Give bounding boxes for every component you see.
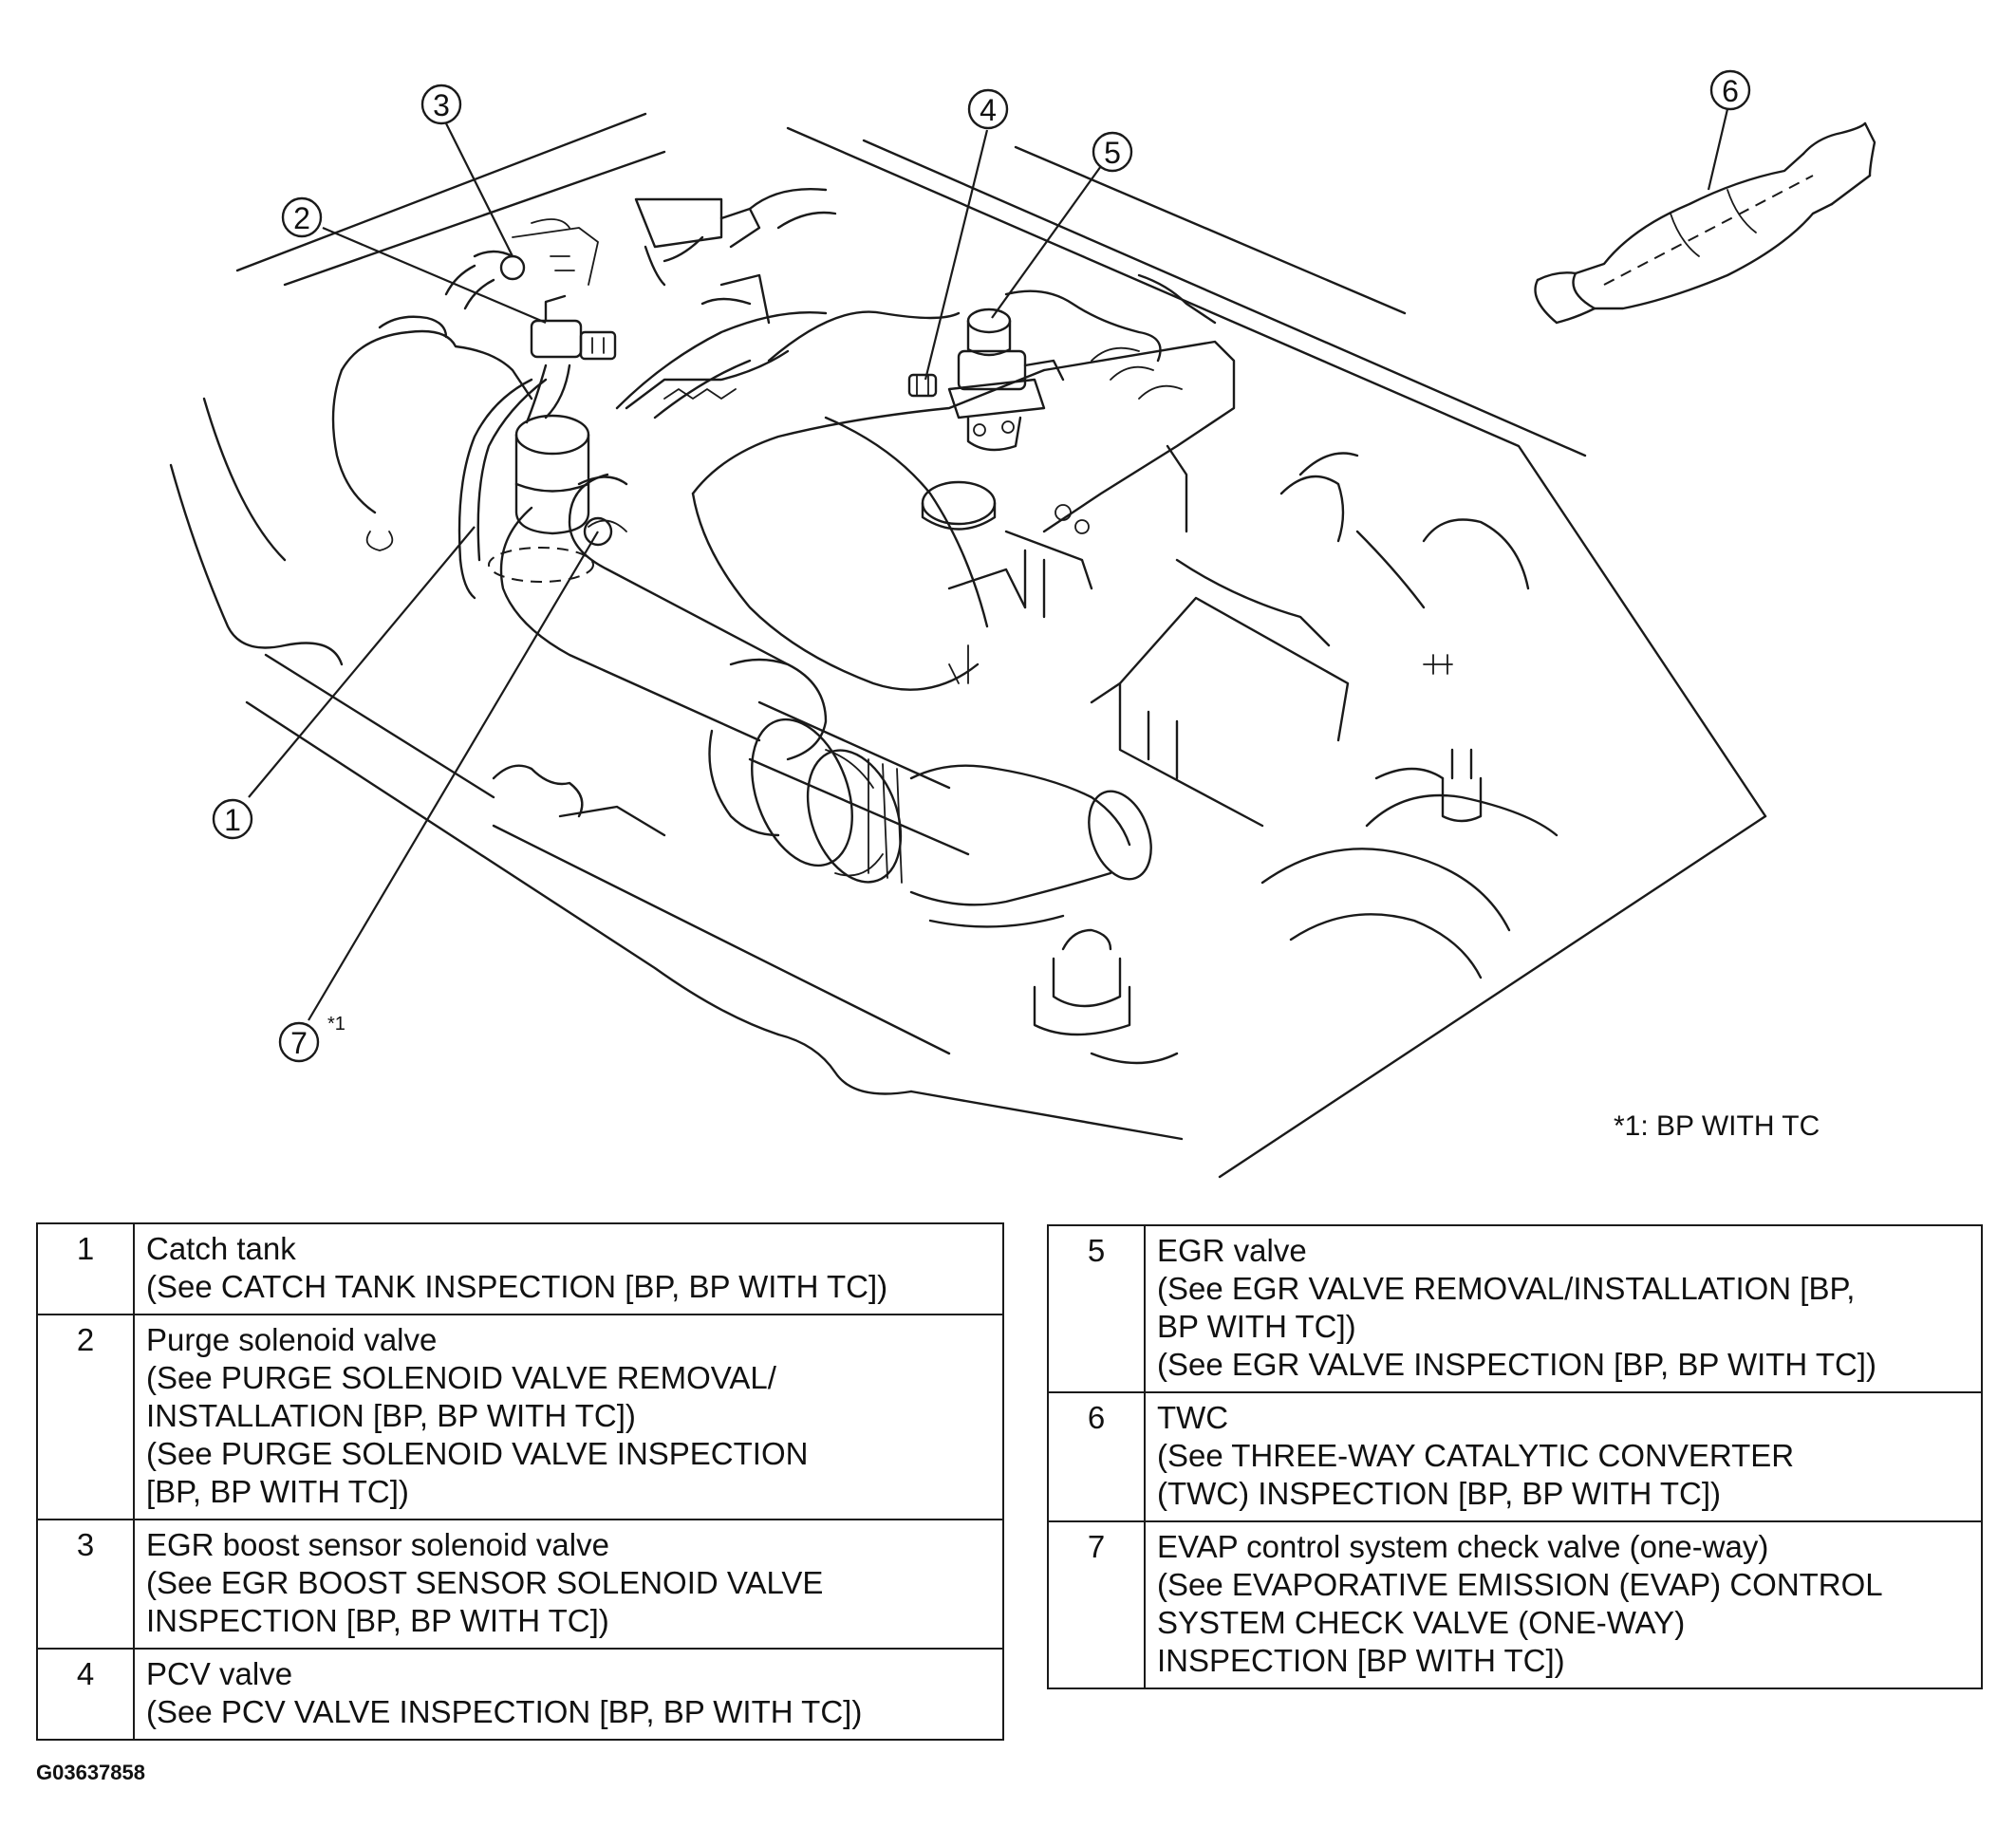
catalytic-converter-drawing (1534, 121, 1876, 325)
callout-6: 6 (1709, 69, 1751, 111)
legend-item-description: EVAP control system check valve (one-way… (1144, 1520, 1983, 1689)
callout-6-number: 6 (1722, 74, 1739, 108)
callout-2: 2 (281, 196, 323, 238)
legend-description-line: (See PURGE SOLENOID VALVE REMOVAL/ (146, 1360, 776, 1395)
callout-4: 4 (967, 88, 1009, 130)
legend-row-7: 7 EVAP control system check valve (one-wa… (1047, 1520, 1983, 1689)
upper-hoses-drawing (615, 188, 837, 420)
legend-description-line: BP WITH TC]) (1157, 1309, 1356, 1344)
legend-item-description: PCV valve(See PCV VALVE INSPECTION [BP, … (133, 1648, 1004, 1741)
legend-description-line: TWC (1157, 1400, 1229, 1435)
legend-description-line: [BP, BP WITH TC]) (146, 1474, 409, 1509)
legend-description-line: INSPECTION [BP, BP WITH TC]) (146, 1603, 609, 1638)
legend-description-line: INSPECTION [BP WITH TC]) (1157, 1643, 1565, 1678)
legend-item-number: 5 (1047, 1224, 1146, 1393)
legend-item-number: 2 (36, 1314, 135, 1520)
engine-head-drawing (625, 273, 1236, 691)
callout-3: 3 (420, 84, 462, 125)
callout-1: 1 (212, 798, 253, 840)
callout-1-number: 1 (224, 803, 241, 837)
legend-description-line: (See EGR BOOST SENSOR SOLENOID VALVE (146, 1565, 824, 1600)
legend-description-line: INSTALLATION [BP, BP WITH TC]) (146, 1398, 636, 1433)
legend-description-line: (See PURGE SOLENOID VALVE INSPECTION (146, 1436, 809, 1471)
legend-item-number: 4 (36, 1648, 135, 1741)
pcv-egr-valve-drawing (907, 308, 1065, 452)
legend-description-line: EGR valve (1157, 1233, 1307, 1268)
legend-item-description: EGR boost sensor solenoid valve(See EGR … (133, 1519, 1004, 1650)
footnote: *1: BP WITH TC (1614, 1110, 1820, 1142)
right-side-components-drawing (492, 452, 1559, 1065)
legend-item-number: 7 (1047, 1520, 1146, 1689)
legend-description-line: (See PCV VALVE INSPECTION [BP, BP WITH T… (146, 1694, 863, 1729)
legend-description-line: Purge solenoid valve (146, 1322, 438, 1357)
leader-lines (248, 108, 1729, 1021)
callout-4-number: 4 (980, 93, 997, 127)
legend-description-line: (See EGR VALVE INSPECTION [BP, BP WITH T… (1157, 1347, 1876, 1382)
legend-description-line: (See EVAPORATIVE EMISSION (EVAP) CONTROL (1157, 1567, 1883, 1602)
callout-3-number: 3 (433, 88, 450, 122)
legend-item-description: Catch tank(See CATCH TANK INSPECTION [BP… (133, 1222, 1004, 1315)
callout-2-number: 2 (293, 201, 310, 235)
callout-5: 5 (1092, 131, 1133, 173)
legend-item-description: EGR valve(See EGR VALVE REMOVAL/INSTALLA… (1144, 1224, 1983, 1393)
callout-7: 7 *1 (278, 1014, 345, 1063)
callout-5-number: 5 (1104, 136, 1121, 170)
legend-description-line: EVAP control system check valve (one-way… (1157, 1529, 1769, 1564)
legend-item-description: TWC(See THREE-WAY CATALYTIC CONVERTER(TW… (1144, 1391, 1983, 1522)
legend-item-description: Purge solenoid valve(See PURGE SOLENOID … (133, 1314, 1004, 1520)
catch-tank-drawing (331, 315, 590, 600)
figure-id: G03637858 (36, 1761, 145, 1784)
legend-item-number: 1 (36, 1222, 135, 1315)
legend-description-line: (See CATCH TANK INSPECTION [BP, BP WITH … (146, 1269, 888, 1304)
legend-description-line: (See EGR VALVE REMOVAL/INSTALLATION [BP, (1157, 1271, 1856, 1306)
engine-bay-illustration: 1 2 3 4 5 6 7 *1 (169, 69, 1876, 1179)
legend-description-line: PCV valve (146, 1656, 293, 1691)
legend-description-line: (TWC) INSPECTION [BP, BP WITH TC]) (1157, 1476, 1722, 1511)
legend-description-line: SYSTEM CHECK VALVE (ONE-WAY) (1157, 1605, 1686, 1640)
intake-duct-drawing (488, 473, 1152, 928)
legend-description-line: (See THREE-WAY CATALYTIC CONVERTER (1157, 1438, 1795, 1473)
legend-description-line: EGR boost sensor solenoid valve (146, 1527, 609, 1562)
legend-description-line: Catch tank (146, 1231, 296, 1266)
legend-item-number: 6 (1047, 1391, 1146, 1522)
engine-bay-outline (169, 112, 1767, 1179)
solenoid-valves-drawing (444, 218, 617, 361)
callout-7-note-mark: *1 (327, 1014, 345, 1035)
legend-item-number: 3 (36, 1519, 135, 1650)
callout-7-number: 7 (290, 1026, 308, 1060)
